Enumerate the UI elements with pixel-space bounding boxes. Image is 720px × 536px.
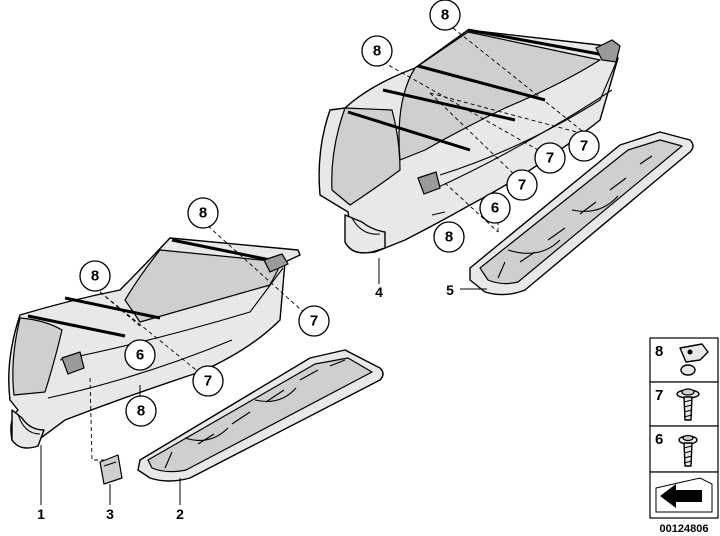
svg-text:7: 7	[518, 177, 526, 194]
svg-text:8: 8	[373, 43, 381, 60]
svg-text:8: 8	[91, 268, 99, 285]
svg-text:6: 6	[491, 200, 499, 217]
svg-text:8: 8	[441, 7, 449, 24]
part-label-5: 5	[446, 282, 454, 298]
svg-text:7: 7	[546, 150, 554, 167]
part-4-upper-duct	[318, 28, 621, 254]
callout-7-lower-mid: 7	[192, 365, 224, 397]
callout-8-upper-bottom: 8	[433, 221, 465, 253]
legend-number-7: 7	[655, 387, 663, 404]
callout-8-upper-left: 8	[361, 35, 393, 67]
screw-icon	[678, 434, 698, 467]
arrow-logo-icon	[655, 477, 713, 513]
callout-7-lower-right: 7	[298, 305, 330, 337]
part-1-lower-duct	[8, 237, 301, 449]
svg-text:7: 7	[310, 313, 318, 330]
document-id: 00124806	[660, 523, 709, 535]
svg-text:8: 8	[137, 403, 145, 420]
callout-8-lower-bottom: 8	[125, 395, 157, 427]
svg-text:7: 7	[580, 138, 588, 155]
svg-text:7: 7	[204, 373, 212, 390]
part-label-1: 1	[37, 506, 45, 522]
callout-7-upper-right: 7	[568, 130, 600, 162]
callout-8-lower-left: 8	[79, 260, 111, 292]
part-3-clip	[99, 454, 123, 485]
callout-6-upper: 6	[479, 192, 511, 224]
callout-6-lower: 6	[124, 339, 156, 371]
part-label-2: 2	[176, 506, 184, 522]
part-2-lower-tray	[137, 349, 384, 482]
callout-8-top: 8	[429, 0, 461, 31]
clip-nut-icon	[679, 343, 709, 376]
part-label-4: 4	[375, 284, 383, 300]
svg-text:6: 6	[136, 347, 144, 364]
screw-washer-icon	[676, 388, 700, 421]
callout-7-upper-lower: 7	[506, 169, 538, 201]
fastener-legend: 8 7 6	[649, 337, 719, 519]
svg-text:8: 8	[199, 205, 207, 222]
legend-number-6: 6	[655, 431, 663, 448]
part-5-upper-tray	[469, 131, 694, 296]
legend-number-8: 8	[655, 343, 663, 360]
part-label-3: 3	[106, 506, 114, 522]
callout-8-lower-top: 8	[187, 197, 219, 229]
callout-7-upper-mid: 7	[534, 142, 566, 174]
svg-text:8: 8	[445, 229, 453, 246]
